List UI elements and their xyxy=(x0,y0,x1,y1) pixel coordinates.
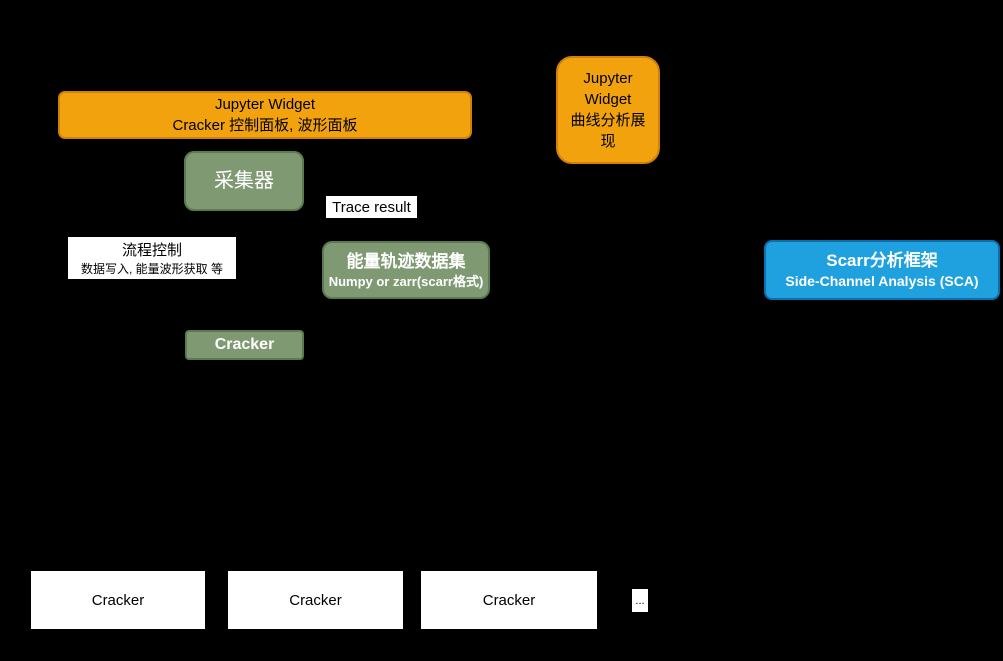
cracker-worker-label: Cracker xyxy=(482,591,536,609)
trace-result-text: Trace result xyxy=(332,198,411,216)
cracker-worker-label: Cracker xyxy=(289,591,342,609)
label-trace-result: Trace result xyxy=(326,196,417,218)
node-cracker-worker: Cracker xyxy=(31,571,205,629)
trace-dataset-title: 能量轨迹数据集 xyxy=(346,251,466,271)
collector-label: 采集器 xyxy=(214,170,274,192)
label-ellipsis: ... xyxy=(632,589,648,612)
node-cracker-worker: Cracker xyxy=(228,571,403,629)
node-trace-dataset: 能量轨迹数据集 Numpy or zarr(scarr格式) xyxy=(322,241,490,299)
ellipsis-text: ... xyxy=(635,594,645,607)
flow-control-title: 流程控制 xyxy=(121,241,182,259)
flow-control-subtitle: 数据写入, 能量波形获取 等 xyxy=(80,261,223,276)
node-scarr-framework: Scarr分析框架 Side-Channel Analysis (SCA) xyxy=(764,240,1000,300)
node-collector: 采集器 xyxy=(184,151,304,211)
cracker-core-label: Cracker xyxy=(214,336,275,353)
node-flow-control: 流程控制 数据写入, 能量波形获取 等 xyxy=(68,237,236,279)
node-cracker-worker: Cracker xyxy=(421,571,597,629)
trace-dataset-subtitle: Numpy or zarr(scarr格式) xyxy=(328,273,484,289)
node-jupyter-widget-panel: Jupyter Widget Cracker 控制面板, 波形面板 xyxy=(58,91,472,139)
scarr-title: Scarr分析框架 xyxy=(826,251,938,270)
jupyter-widget-panel-label: Jupyter Widget Cracker 控制面板, 波形面板 xyxy=(172,96,358,134)
jupyter-widget-curve-label: Jupyter Widget 曲线分析展 现 xyxy=(570,70,646,150)
node-cracker-core: Cracker xyxy=(185,330,304,360)
cracker-worker-label: Cracker xyxy=(91,591,145,609)
scarr-subtitle: Side-Channel Analysis (SCA) xyxy=(785,273,979,289)
node-jupyter-widget-curve: Jupyter Widget 曲线分析展 现 xyxy=(556,56,660,164)
